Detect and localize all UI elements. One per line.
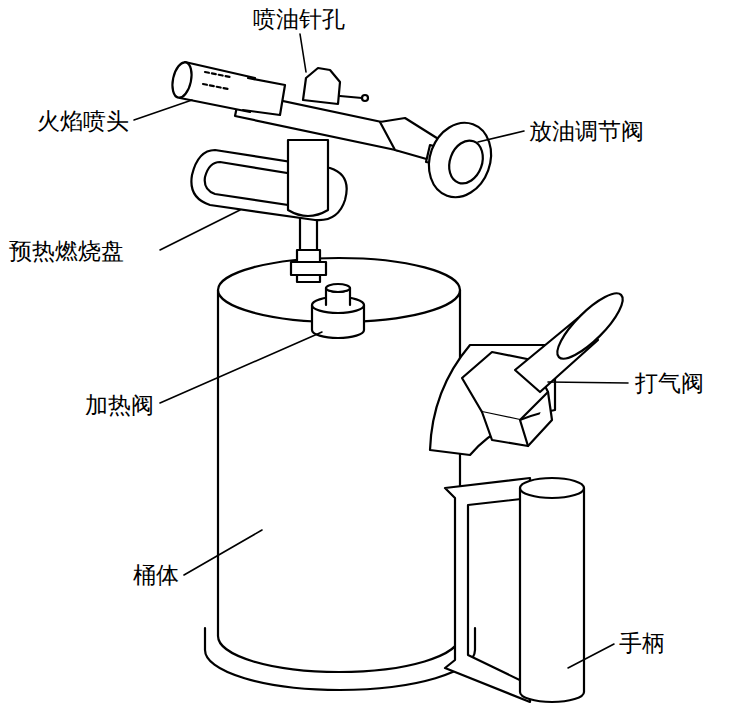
part-label: 火焰喷头	[36, 108, 130, 134]
heating-valve-knob-top	[326, 284, 350, 292]
leader-line	[160, 332, 322, 403]
part-label: 预热燃烧盘	[8, 238, 125, 264]
pump-disk	[549, 285, 631, 367]
adjust-wheel-hole	[443, 136, 488, 188]
needle-pin	[340, 96, 362, 98]
barrel-top	[218, 258, 460, 322]
part-label: 桶体	[132, 562, 180, 588]
part-label: 打气阀	[634, 370, 705, 396]
pump-hex-side	[528, 392, 552, 446]
leader-line	[568, 644, 614, 668]
needle-pin-end	[362, 95, 368, 101]
part-label: 手柄	[618, 630, 666, 656]
leader-line	[548, 382, 628, 383]
nozzle-detail	[203, 72, 230, 89]
stem-nut	[291, 262, 326, 275]
leader-line	[300, 34, 306, 72]
riser	[288, 140, 328, 216]
barrel-body	[218, 290, 460, 672]
pump-hex-side	[482, 412, 528, 446]
part-label: 喷油针孔	[252, 6, 346, 32]
needle-knob	[303, 68, 340, 104]
handle-bracket	[445, 478, 530, 702]
adjust-wheel	[419, 114, 501, 206]
leader-line	[478, 131, 524, 142]
part-label: 加热阀	[84, 392, 155, 418]
part-label: 放油调节阀	[528, 118, 645, 144]
leader-line	[184, 530, 262, 575]
leader-line	[160, 210, 240, 250]
leader-line	[134, 100, 192, 120]
handle-grip	[520, 488, 584, 702]
nozzle-mouth	[169, 61, 194, 100]
handle-grip-top	[520, 478, 584, 498]
nozzle-collar	[243, 78, 285, 115]
